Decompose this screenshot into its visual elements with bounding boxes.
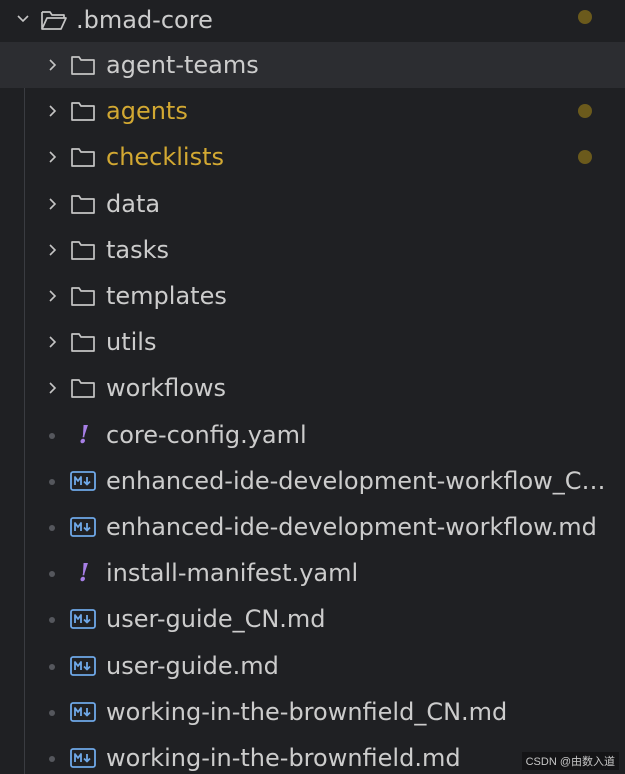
folder-row-utils[interactable]: utils	[0, 319, 625, 365]
folder-icon	[71, 287, 95, 306]
markdown-file-icon	[70, 748, 96, 768]
markdown-file-icon	[70, 702, 96, 722]
file-bullet-icon	[49, 710, 55, 716]
folder-label: tasks	[106, 236, 170, 264]
chevron-right-icon	[49, 105, 57, 117]
modified-indicator-dot	[578, 150, 592, 164]
folder-row-agent-teams[interactable]: agent-teams	[0, 42, 625, 88]
folder-label: checklists	[106, 143, 225, 171]
file-row-enhanced-ide-development-workflow-cn-md[interactable]: enhanced-ide-development-workflow_CN.md	[0, 458, 625, 504]
chevron-right-icon	[49, 59, 57, 71]
file-bullet-icon	[49, 571, 55, 577]
chevron-right-icon	[49, 382, 57, 394]
chevron-right-icon	[49, 198, 57, 210]
folder-row-bmad-core[interactable]: .bmad-core	[0, 0, 625, 46]
file-label: core-config.yaml	[106, 421, 307, 449]
yaml-file-icon: !	[78, 420, 90, 449]
chevron-right-icon	[49, 244, 57, 256]
markdown-file-icon	[70, 656, 96, 676]
folder-icon	[71, 56, 95, 75]
folder-label: workflows	[106, 374, 227, 402]
folder-label: agent-teams	[106, 51, 259, 79]
file-label: enhanced-ide-development-workflow.md	[106, 513, 597, 541]
markdown-file-icon	[70, 471, 96, 491]
file-row-working-in-the-brownfield-md[interactable]: working-in-the-brownfield.md	[0, 735, 625, 774]
folder-label: templates	[106, 282, 227, 310]
folder-row-tasks[interactable]: tasks	[0, 227, 625, 273]
file-bullet-icon	[49, 756, 55, 762]
markdown-file-icon	[70, 517, 96, 537]
folder-open-icon	[41, 11, 67, 30]
file-label: install-manifest.yaml	[106, 559, 359, 587]
chevron-down-icon	[17, 15, 29, 23]
folder-icon	[71, 379, 95, 398]
folder-row-agents[interactable]: agents	[0, 88, 625, 134]
folder-icon	[71, 102, 95, 121]
folder-row-workflows[interactable]: workflows	[0, 365, 625, 411]
file-bullet-icon	[49, 525, 55, 531]
file-bullet-icon	[49, 433, 55, 439]
folder-row-data[interactable]: data	[0, 181, 625, 227]
modified-indicator-dot	[578, 104, 592, 118]
folder-label: data	[106, 190, 161, 218]
file-label: working-in-the-brownfield_CN.md	[106, 698, 508, 726]
folder-row-templates[interactable]: templates	[0, 273, 625, 319]
file-bullet-icon	[49, 617, 55, 623]
file-row-user-guide-md[interactable]: user-guide.md	[0, 643, 625, 689]
folder-row-checklists[interactable]: checklists	[0, 134, 625, 180]
folder-icon	[71, 148, 95, 167]
modified-indicator-dot	[578, 10, 592, 24]
file-label: enhanced-ide-development-workflow_CN.md	[106, 467, 611, 495]
file-label: user-guide.md	[106, 652, 279, 680]
folder-icon	[71, 241, 95, 260]
file-bullet-icon	[49, 664, 55, 670]
folder-icon	[71, 333, 95, 352]
file-row-enhanced-ide-development-workflow-md[interactable]: enhanced-ide-development-workflow.md	[0, 504, 625, 550]
file-row-user-guide-cn-md[interactable]: user-guide_CN.md	[0, 596, 625, 642]
folder-label: utils	[106, 328, 157, 356]
chevron-right-icon	[49, 336, 57, 348]
folder-label: agents	[106, 97, 188, 125]
folder-label: .bmad-core	[76, 6, 213, 34]
file-label: working-in-the-brownfield.md	[106, 744, 461, 772]
indent-guide	[24, 42, 25, 774]
file-row-working-in-the-brownfield-cn-md[interactable]: working-in-the-brownfield_CN.md	[0, 689, 625, 735]
file-bullet-icon	[49, 479, 55, 485]
chevron-right-icon	[49, 151, 57, 163]
markdown-file-icon	[70, 609, 96, 629]
yaml-file-icon: !	[78, 558, 90, 587]
watermark: CSDN @由数入道	[521, 752, 619, 770]
file-label: user-guide_CN.md	[106, 605, 326, 633]
file-row-core-config-yaml[interactable]: ! core-config.yaml	[0, 412, 625, 458]
folder-icon	[71, 195, 95, 214]
file-row-install-manifest-yaml[interactable]: ! install-manifest.yaml	[0, 550, 625, 596]
chevron-right-icon	[49, 290, 57, 302]
